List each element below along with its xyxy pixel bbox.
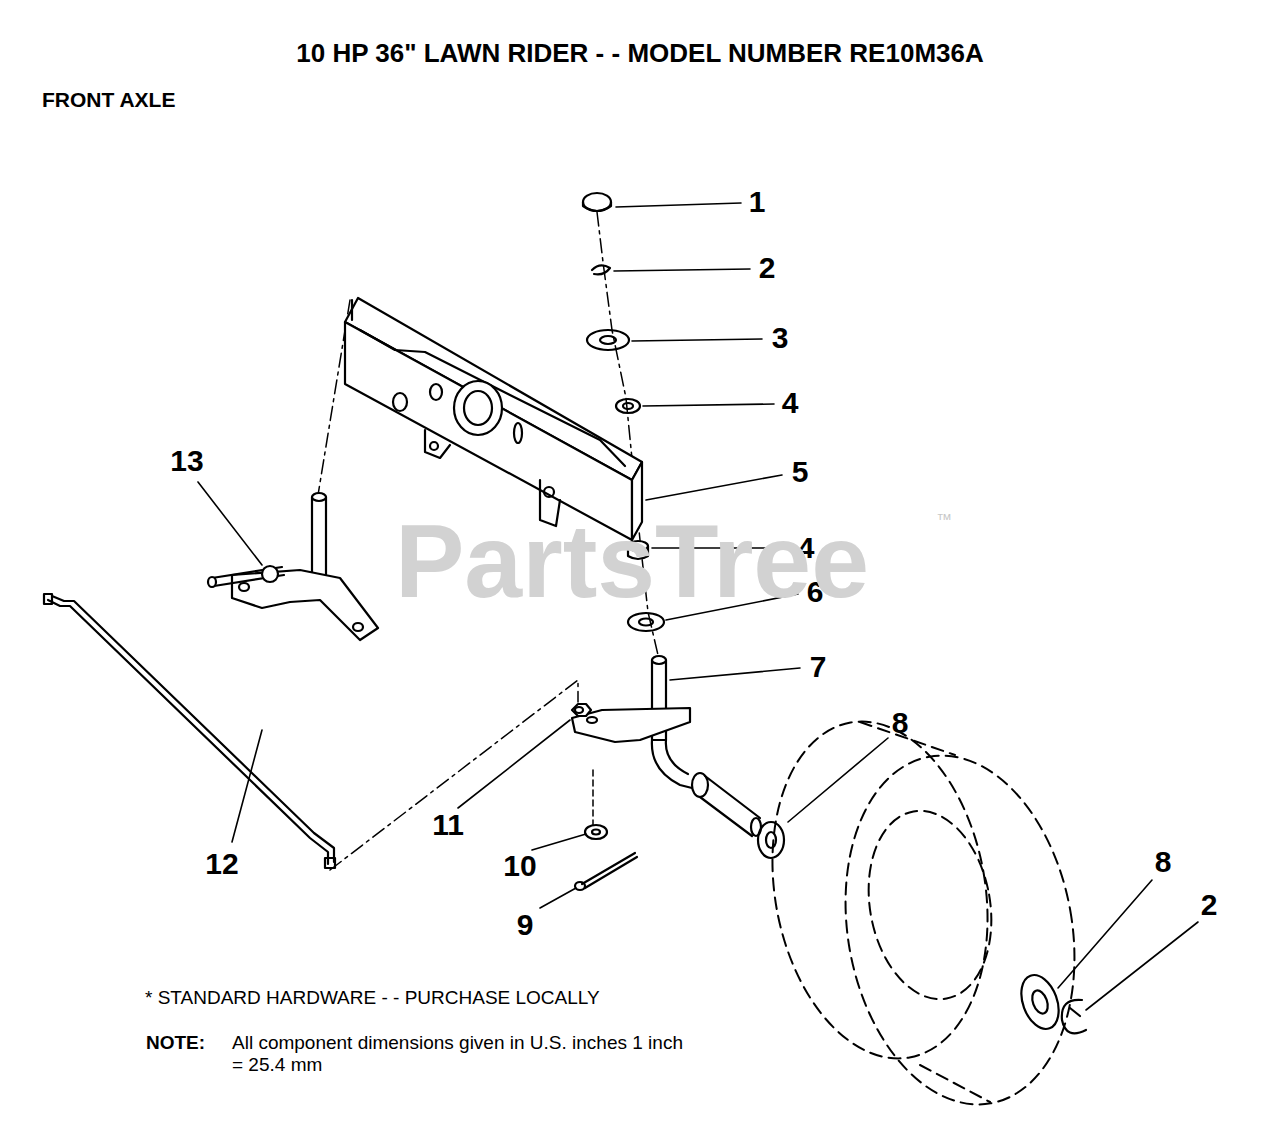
section-heading: FRONT AXLE xyxy=(42,88,175,112)
callout-number: 5 xyxy=(792,455,809,490)
hardware-note: * STANDARD HARDWARE - - PURCHASE LOCALLY xyxy=(145,987,600,1009)
callout-number: 12 xyxy=(205,847,238,882)
diagram-title: 10 HP 36" LAWN RIDER - - MODEL NUMBER RE… xyxy=(296,39,984,69)
callout-number: 2 xyxy=(759,251,776,286)
callout-number: 2 xyxy=(1201,888,1218,923)
note-heading: NOTE: xyxy=(146,1032,205,1054)
callout-number: 4 xyxy=(782,386,799,421)
callout-number: 11 xyxy=(432,808,464,843)
callout-number: 7 xyxy=(810,650,827,685)
callout-number: 8 xyxy=(892,706,909,741)
watermark: PartsTree xyxy=(395,502,869,622)
callout-number: 13 xyxy=(170,444,203,479)
callout-number: 1 xyxy=(749,185,766,220)
callout-number: 10 xyxy=(503,849,536,884)
callout-number: 9 xyxy=(517,908,534,943)
callout-number: 3 xyxy=(772,321,789,356)
callout-number: 8 xyxy=(1155,845,1172,880)
trademark-mark: ™ xyxy=(936,511,952,529)
dimension-note: All component dimensions given in U.S. i… xyxy=(232,1032,694,1076)
